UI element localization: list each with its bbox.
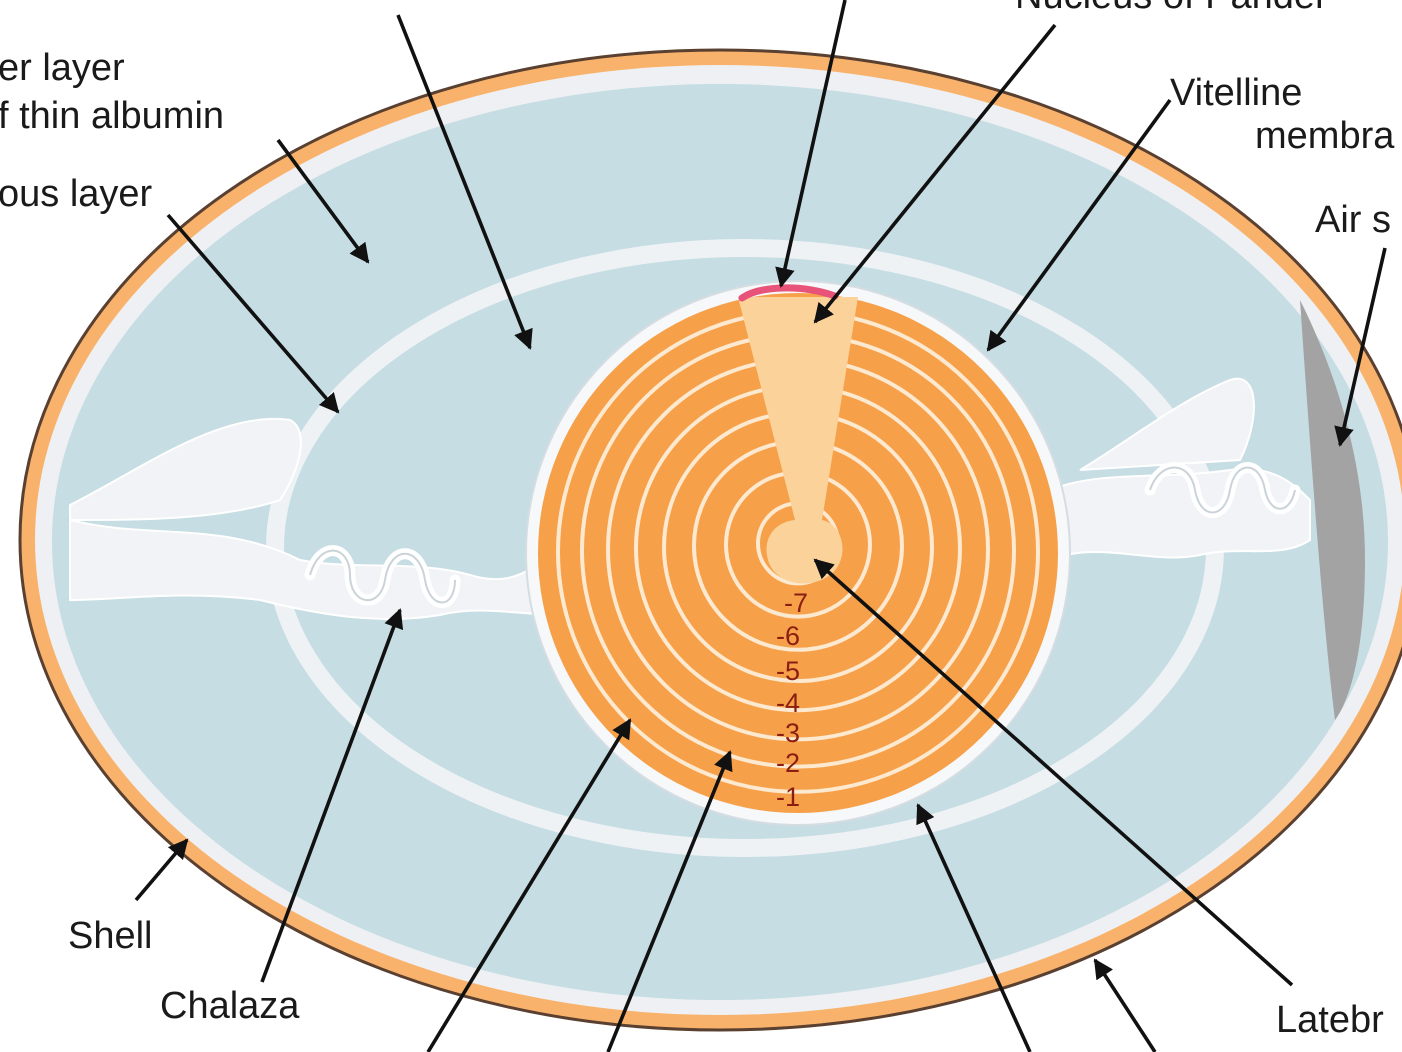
arrow-bottom-1: [426, 718, 632, 1052]
arrow-latebra: [813, 558, 1294, 987]
arrow-bottom-3: [916, 803, 1032, 1052]
label-outer-layer-line2: f thin albumin: [0, 95, 224, 137]
ring-number-label: -1: [776, 782, 800, 812]
arrow-bottom-2: [606, 750, 733, 1052]
arrow-bottom-4: [1093, 958, 1157, 1052]
ring-number-label: -7: [784, 588, 808, 618]
leader-arrows: [134, 0, 1387, 1052]
ring-number-label: -3: [776, 718, 800, 748]
ring-number-label: -6: [776, 621, 800, 651]
latebra: [738, 297, 858, 584]
ring-number-label: -2: [776, 748, 800, 778]
arrow-chalaza: [260, 608, 404, 983]
chalaza-coil-left-outline: [309, 549, 456, 604]
label-vitelline-line1: Vitelline: [1170, 72, 1302, 114]
label-latebra: Latebr: [1276, 999, 1384, 1041]
arrow-shell: [134, 838, 189, 902]
label-chalaziferous-layer: ous layer: [0, 173, 153, 215]
ring-number-group: -7-6 -5-4-3-2 -1: [776, 588, 808, 812]
arrow-top-1: [396, 14, 533, 350]
chalaza-coil-right-outline: [1149, 466, 1296, 514]
label-air-space: Air s: [1315, 199, 1391, 241]
label-chalaza: Chalaza: [160, 985, 300, 1027]
arrow-nucleus-of-pander: [813, 23, 1057, 324]
ring-number-label: -5: [776, 656, 800, 686]
label-outer-layer-line1: er layer: [0, 47, 125, 89]
germinal-disc: [738, 284, 839, 302]
arrow-vitelline-membrane: [986, 98, 1172, 352]
arrow-outer-thin-albumin: [276, 138, 370, 264]
label-shell: Shell: [68, 915, 153, 957]
ring-number-label: -4: [776, 688, 800, 718]
label-nucleus-of-pander: Nucleus of Pander: [1015, 0, 1328, 17]
arrow-air-space: [1334, 247, 1387, 447]
air-space: [1300, 300, 1365, 720]
arrow-chalaziferous-layer: [166, 213, 340, 414]
arrow-germinal-disc: [775, 0, 847, 288]
label-vitelline-line2: membra: [1255, 115, 1395, 157]
